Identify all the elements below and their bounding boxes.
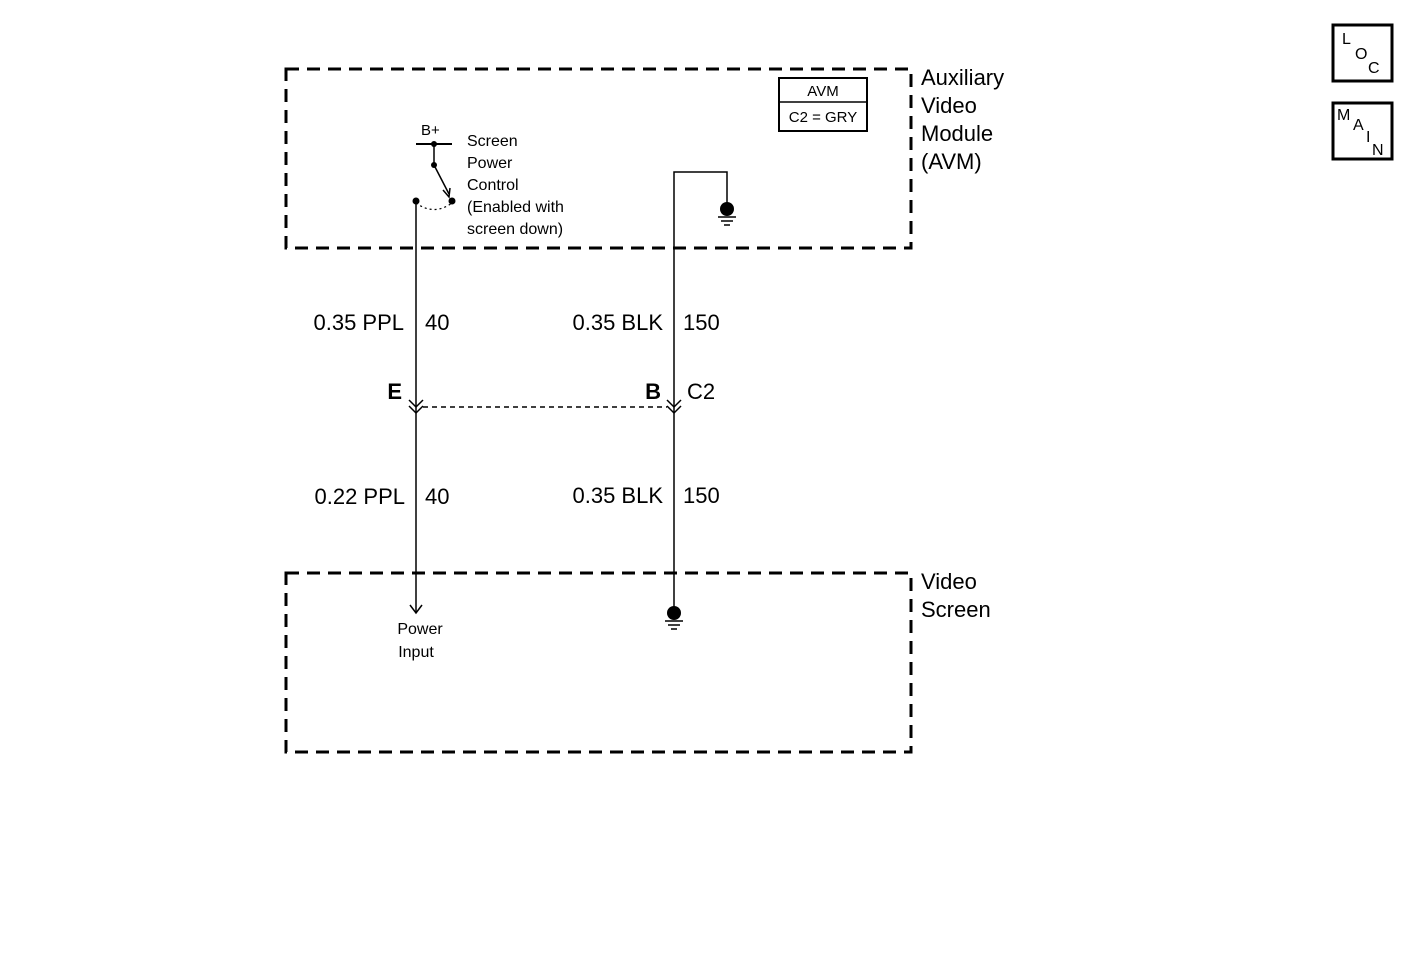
screen-power-switch: B+ Screen Power Control (Enabled with sc… [412,122,564,238]
avm-name-line: (AVM) [921,149,982,174]
switch-label-line: Control [467,177,519,194]
loc-letter: O [1355,46,1367,63]
main-button[interactable]: M A I N [1331,101,1394,161]
wire-label-circuit: 150 [683,310,720,335]
battery-supply-label: B+ [421,122,440,139]
wire-blk-150 [673,171,728,612]
avm-name-line: Auxiliary [921,65,1004,90]
ground-icon [665,606,683,630]
ground-icon [718,202,736,226]
loc-letter: L [1342,31,1351,48]
loc-letter: C [1368,60,1380,77]
avm-name-line: Module [921,121,993,146]
wire-label-gauge: 0.35 PPL [313,310,404,335]
main-letter: I [1366,129,1370,146]
power-input-label: Power [397,621,443,638]
switch-label-line: (Enabled with [467,199,564,216]
connector-table-header: AVM [807,83,838,100]
connector-name: C2 [687,379,715,404]
video-screen-box [284,571,913,754]
main-letter: A [1353,117,1364,134]
wire-label-circuit: 40 [425,484,449,509]
switch-label-line: Screen [467,133,518,150]
wire-label-circuit: 150 [683,483,720,508]
loc-button[interactable]: L O C [1331,23,1394,83]
avm-name-line: Video [921,93,977,118]
connector-table-row: C2 = GRY [789,109,858,126]
connector-pin-label: E [387,379,402,404]
wire-label-gauge: 0.22 PPL [314,484,405,509]
main-letter: M [1337,107,1350,124]
video-screen-name-line: Screen [921,597,991,622]
power-input-label: Input [398,644,434,661]
switch-label-line: Power [467,155,513,172]
main-letter: N [1372,142,1384,159]
wire-label-circuit: 40 [425,310,449,335]
wire-label-gauge: 0.35 BLK [572,483,663,508]
connector-table: AVM C2 = GRY [778,77,868,132]
connector-c2: E B C2 [387,379,715,415]
video-screen-name-line: Video [921,569,977,594]
switch-label-line: screen down) [467,221,563,238]
avm-module-name: Auxiliary Video Module (AVM) [921,65,1004,174]
avm-module-box [284,67,913,250]
arrow-head [409,604,423,615]
connector-pin-label: B [645,379,661,404]
wire-label-gauge: 0.35 BLK [572,310,663,335]
